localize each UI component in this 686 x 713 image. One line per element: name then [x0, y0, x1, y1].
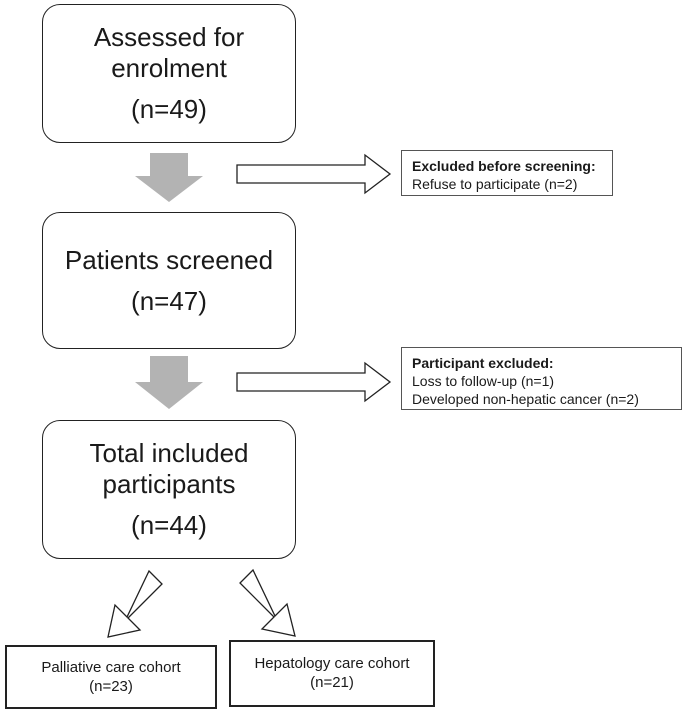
- exclusion-box-participant: Participant excluded: Loss to follow-up …: [401, 347, 682, 410]
- right-arrow-1: [236, 153, 392, 195]
- diagonal-arrow-right: [239, 568, 296, 637]
- cohort-name: Palliative care cohort: [41, 659, 181, 676]
- step-included-line-1: Total included: [89, 438, 249, 468]
- step-assessed-box: Assessed for enrolment (n=49): [42, 4, 296, 143]
- right-arrow-2: [236, 361, 392, 403]
- step-included-box: Total included participants (n=44): [42, 420, 296, 559]
- step-included-line-2: participants: [102, 469, 236, 499]
- step-screened-line-1: Patients screened: [64, 244, 274, 275]
- cohort-count: (n=21): [310, 674, 354, 691]
- exclusion-heading: Excluded before screening:: [412, 158, 596, 174]
- cohort-box-hepatology: Hepatology care cohort (n=21): [229, 640, 435, 707]
- down-arrow-1: [135, 153, 203, 202]
- diagonal-arrow-left: [107, 569, 163, 638]
- step-assessed-line-2: enrolment: [111, 53, 227, 83]
- down-arrow-2: [135, 356, 203, 409]
- exclusion-heading: Participant excluded:: [412, 355, 554, 371]
- step-screened-box: Patients screened (n=47): [42, 212, 296, 349]
- cohort-box-palliative: Palliative care cohort (n=23): [5, 645, 217, 709]
- step-included-count: (n=44): [131, 510, 207, 540]
- step-screened-count: (n=47): [131, 285, 207, 316]
- exclusion-box-before-screening: Excluded before screening: Refuse to par…: [401, 150, 613, 196]
- step-assessed-line-1: Assessed for: [93, 22, 245, 52]
- exclusion-item: Refuse to participate (n=2): [412, 176, 578, 192]
- step-assessed-count: (n=49): [131, 94, 207, 124]
- exclusion-item: Developed non-hepatic cancer (n=2): [412, 391, 639, 407]
- exclusion-item: Loss to follow-up (n=1): [412, 373, 555, 389]
- cohort-name: Hepatology care cohort: [254, 655, 410, 672]
- cohort-count: (n=23): [89, 678, 133, 695]
